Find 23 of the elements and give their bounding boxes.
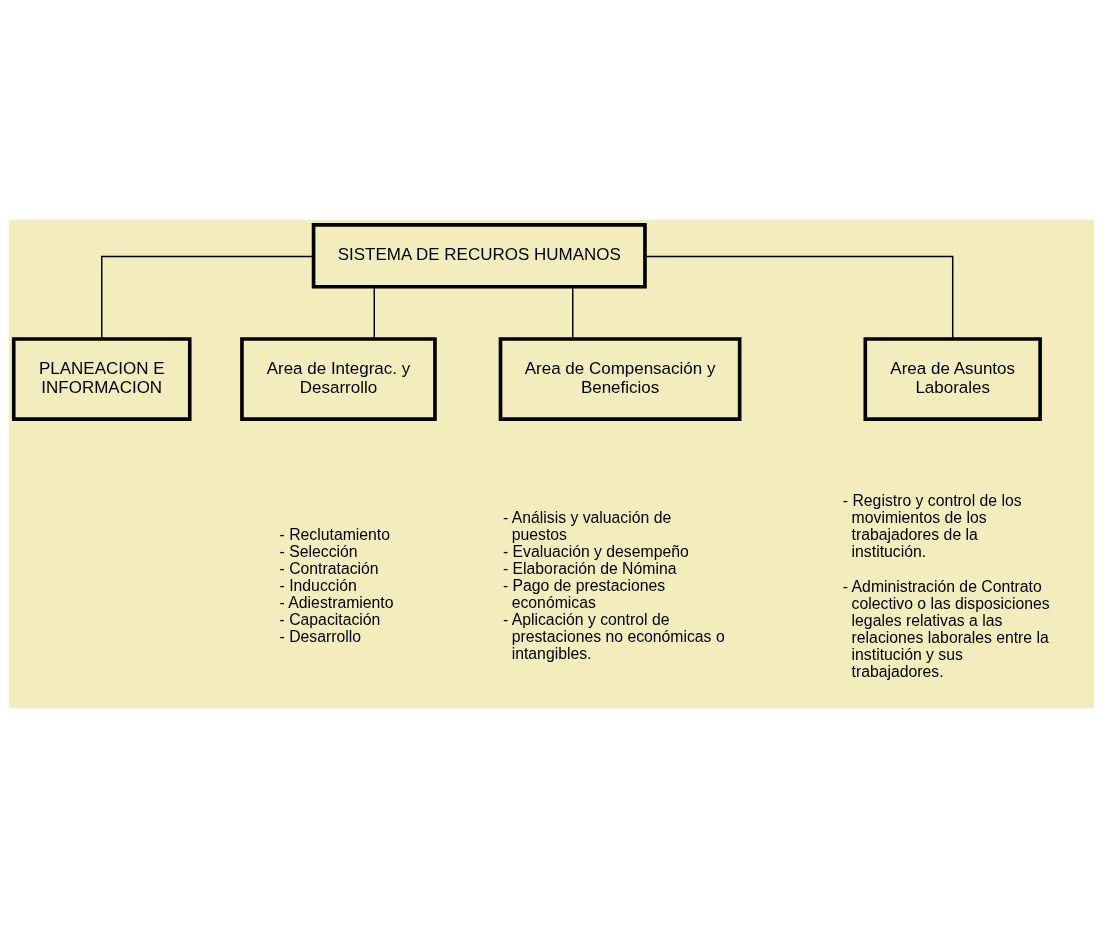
- node-label: - Capacitación: [279, 610, 381, 628]
- node-label: - Evaluación y desempeño: [502, 542, 689, 560]
- node-label: - Selección: [279, 542, 358, 560]
- node-label: - Elaboración de Nómina: [502, 559, 677, 577]
- connector: [572, 285, 574, 339]
- node-label: - Adiestramiento: [279, 593, 394, 611]
- node-box: SISTEMA DE RECUROS HUMANOS: [311, 222, 647, 289]
- node-label: - Registro y control de los movimientos de los trabajadores de la institución.: [842, 491, 1022, 560]
- node-label: - Pago de prestaciones económicas: [502, 576, 666, 611]
- node-box: Area de Integrac. y Desarrollo: [240, 336, 437, 421]
- node-label: - Análisis y valuación de puestos: [502, 508, 672, 543]
- connector: [644, 255, 954, 340]
- node-label: - Aplicación y control de prestaciones no económicas o intangibles.: [502, 610, 725, 662]
- node-label: - Administración de Contrato colectivo o las disposiciones legales relativas a las relaciones laborales entre la institución y sus trabajadores.: [842, 577, 1050, 680]
- node-box: PLANEACION E INFORMACION: [11, 336, 192, 421]
- node-label: - Desarrollo: [279, 627, 362, 645]
- node-label: - Reclutamiento: [279, 525, 390, 543]
- node-label: - Inducción: [279, 576, 357, 594]
- node-box: Area de Compensación y Beneficios: [498, 336, 742, 421]
- connector: [373, 285, 375, 339]
- node-label: - Contratación: [279, 559, 379, 577]
- connector: [101, 255, 314, 340]
- node-box: Area de Asuntos Laborales: [863, 336, 1042, 421]
